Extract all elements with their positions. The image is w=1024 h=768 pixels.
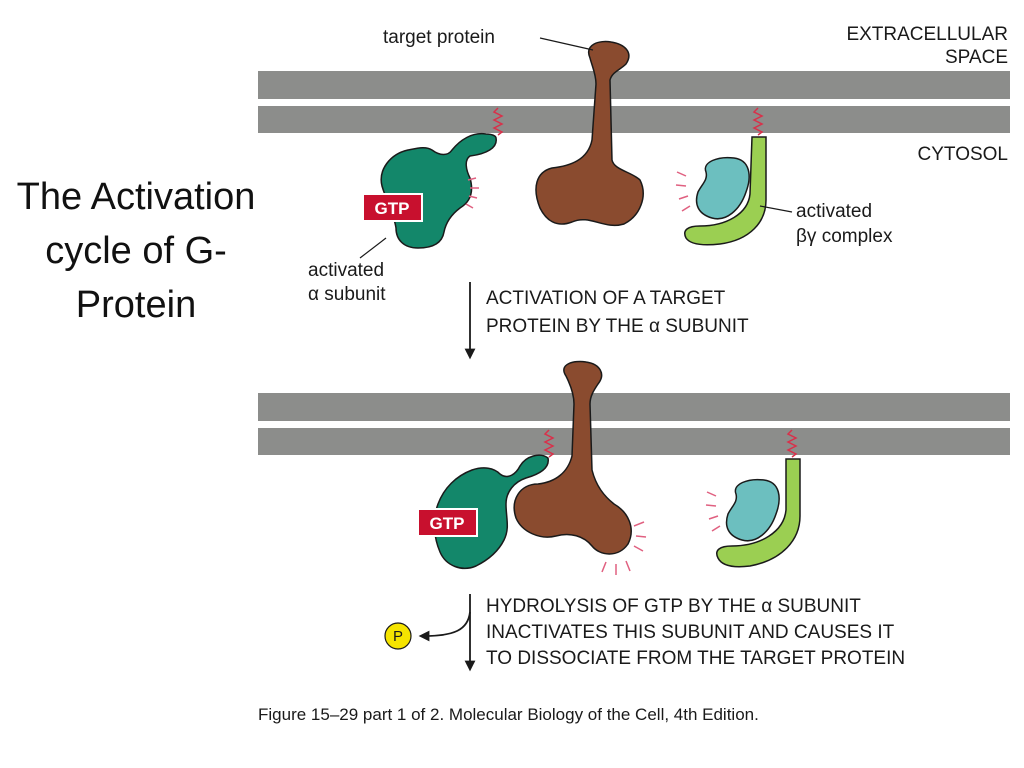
target-protein-bottom bbox=[513, 360, 632, 555]
target-protein-leader bbox=[539, 37, 594, 51]
step2-text: TO DISSOCIATE FROM THE TARGET PROTEIN bbox=[486, 648, 905, 669]
phosphate-label: P bbox=[393, 628, 403, 645]
alpha-subunit-label: α subunit bbox=[308, 284, 386, 305]
step2-text: INACTIVATES THIS SUBUNIT AND CAUSES IT bbox=[486, 622, 895, 643]
gamma-subunit-bottom bbox=[716, 458, 801, 568]
membrane-outer-leaflet bbox=[258, 393, 1010, 421]
target-protein-label: target protein bbox=[383, 27, 495, 48]
phosphate-release-arrow bbox=[418, 611, 471, 642]
slide-title-line: The Activation bbox=[16, 176, 256, 218]
beta-subunit-bottom bbox=[725, 478, 780, 542]
phosphate-badge: P bbox=[384, 622, 412, 650]
betagamma-leader bbox=[759, 205, 793, 213]
lipid-anchor-gamma bbox=[786, 429, 798, 458]
slide-title: The Activation cycle of G- Protein bbox=[0, 170, 272, 332]
step1-text: ACTIVATION OF A TARGET bbox=[486, 288, 726, 309]
beta-subunit-top bbox=[695, 156, 750, 220]
lipid-anchor-alpha bbox=[543, 429, 555, 458]
target-protein-top bbox=[535, 40, 644, 227]
betagamma-label: activated bbox=[796, 201, 872, 222]
extracellular-label: SPACE bbox=[945, 47, 1008, 68]
membrane-bottom bbox=[258, 393, 1010, 455]
gtp-badge-bottom: GTP bbox=[417, 508, 478, 537]
betagamma-label: βγ complex bbox=[796, 226, 893, 247]
alpha-subunit-leader bbox=[359, 237, 387, 259]
slide-title-line: Protein bbox=[75, 284, 197, 326]
slide-title-line: cycle of G- bbox=[45, 230, 227, 272]
gtp-badge-top: GTP bbox=[362, 193, 423, 222]
alpha-subunit-label: activated bbox=[308, 260, 384, 281]
activation-rays-betagamma-bottom bbox=[705, 491, 721, 532]
alpha-subunit-top bbox=[380, 132, 497, 249]
step2-text: HYDROLYSIS OF GTP BY THE α SUBUNIT bbox=[486, 596, 861, 617]
figure-caption: Figure 15–29 part 1 of 2. Molecular Biol… bbox=[258, 705, 759, 724]
membrane-inner-leaflet bbox=[258, 106, 1010, 133]
membrane-outer-leaflet bbox=[258, 71, 1010, 99]
alpha-subunit-bottom bbox=[433, 454, 549, 570]
activation-rays-alpha-top bbox=[465, 177, 479, 209]
cytosol-label: CYTOSOL bbox=[918, 144, 1008, 165]
activation-rays-betagamma-top bbox=[675, 171, 691, 212]
extracellular-label: EXTRACELLULAR bbox=[846, 24, 1008, 45]
activation-rays-target-bottom bbox=[601, 521, 647, 575]
lipid-anchor-gamma bbox=[752, 107, 764, 136]
step1-text: PROTEIN BY THE α SUBUNIT bbox=[486, 316, 749, 337]
membrane-top bbox=[258, 71, 1010, 133]
gtp-label: GTP bbox=[430, 514, 465, 533]
membrane-inner-leaflet bbox=[258, 428, 1010, 455]
gamma-subunit-top bbox=[684, 136, 767, 246]
lipid-anchor-alpha bbox=[492, 107, 504, 136]
gtp-label: GTP bbox=[375, 199, 410, 218]
